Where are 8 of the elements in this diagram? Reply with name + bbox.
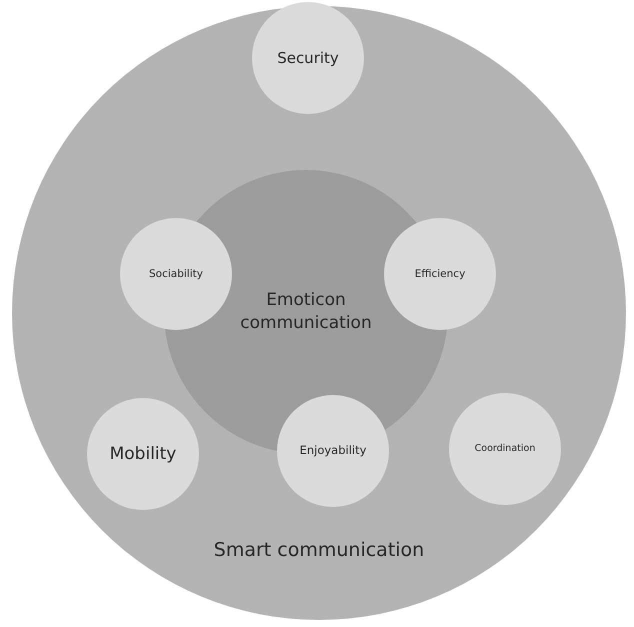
- circle-label: Mobility: [110, 442, 176, 466]
- circle-label: Coordination: [474, 442, 536, 456]
- circle-label: Sociability: [149, 266, 203, 282]
- circle-label: Emoticon communication: [239, 289, 373, 335]
- circle-label: Enjoyability: [300, 443, 366, 459]
- circle-label: Efficiency: [414, 266, 466, 282]
- circle-label: Security: [277, 48, 339, 68]
- circle-label: Smart communication: [212, 538, 426, 563]
